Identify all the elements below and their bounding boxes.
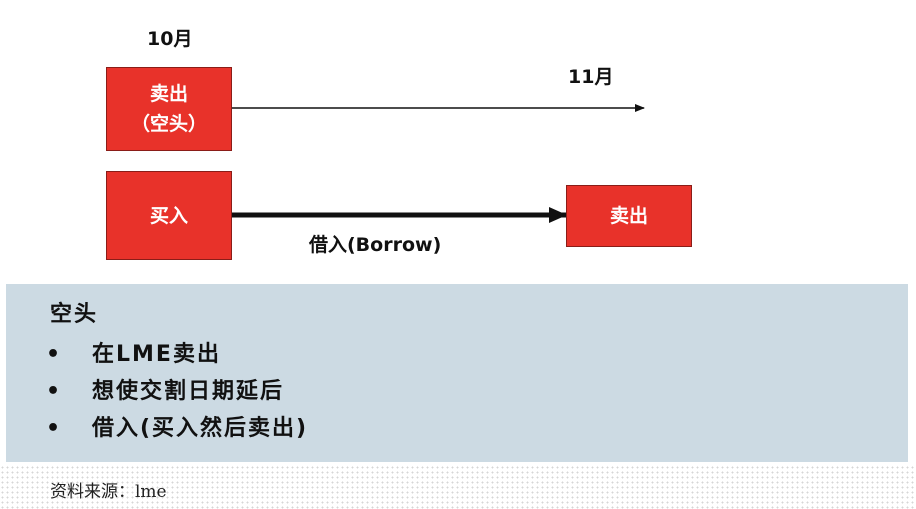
buy-label: 买入 xyxy=(149,204,188,227)
bullet-text: 借入(买入然后卖出) xyxy=(92,416,309,441)
sell-short-box: 卖出 （空头） xyxy=(106,67,232,151)
bullet-dot: • xyxy=(46,342,61,367)
sell-box: 卖出 xyxy=(566,185,692,247)
source-note: 资料来源：lme xyxy=(50,482,167,502)
borrow-label: 借入(Borrow) xyxy=(309,234,442,256)
sell-short-label: 卖出 xyxy=(149,83,188,105)
bullet-item: • 借入(买入然后卖出) xyxy=(46,410,308,442)
short-info-panel: 空头 • 在LME卖出 • 想使交割日期延后 • 借入(买入然后卖出) xyxy=(6,284,908,462)
dotted-footer-background xyxy=(0,465,916,509)
bullet-item: • 想使交割日期延后 xyxy=(46,373,284,405)
month-oct-label: 10月 xyxy=(147,28,193,50)
bullet-text: 想使交割日期延后 xyxy=(92,379,285,404)
bullet-dot: • xyxy=(46,379,61,404)
panel-title: 空头 xyxy=(50,302,99,327)
month-nov-label: 11月 xyxy=(568,66,614,88)
short-position-label: （空头） xyxy=(130,113,207,135)
sell-label: 卖出 xyxy=(609,205,648,227)
buy-box: 买入 xyxy=(106,171,232,260)
bullet-item: • 在LME卖出 xyxy=(46,336,221,368)
arrows-layer xyxy=(232,104,645,223)
bullet-dot: • xyxy=(46,416,61,441)
bullet-text: 在LME卖出 xyxy=(92,342,221,367)
